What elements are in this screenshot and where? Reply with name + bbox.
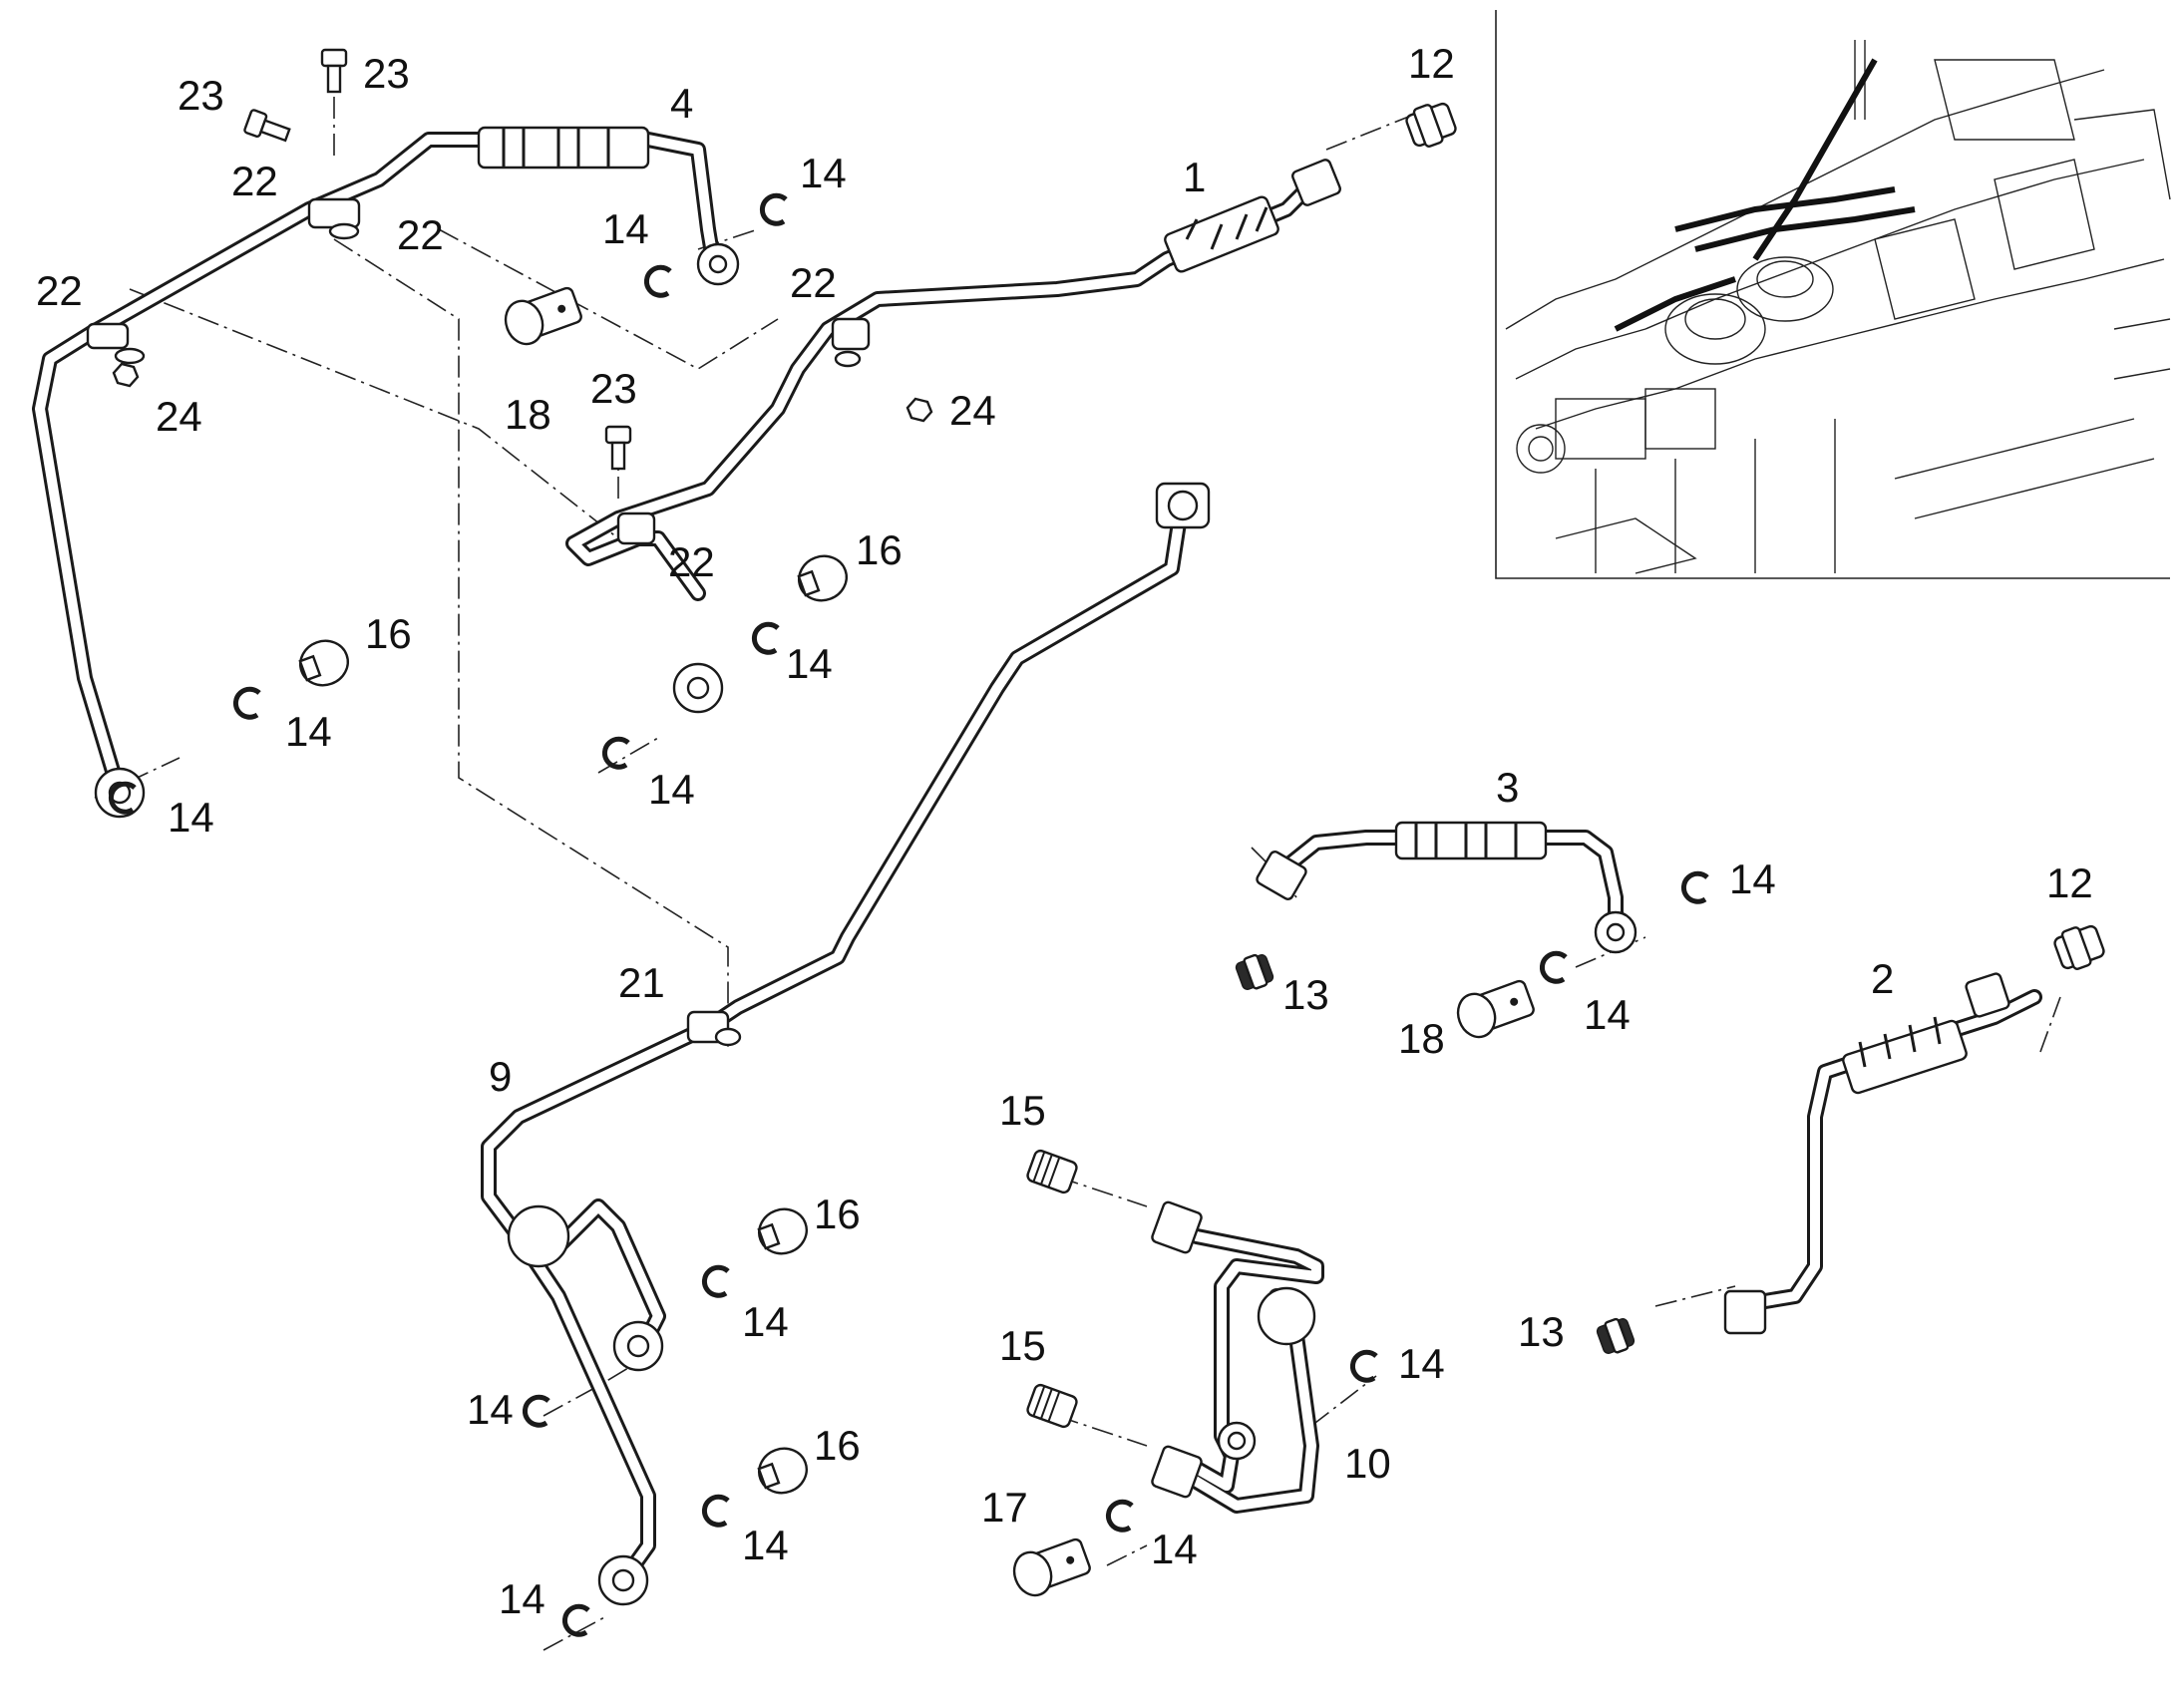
callout-14: 14 <box>1151 1526 1198 1572</box>
callout-22: 22 <box>397 211 444 258</box>
callout-12: 12 <box>2046 859 2093 906</box>
callout-24: 24 <box>156 393 202 440</box>
callout-24: 24 <box>949 387 996 434</box>
callout-16: 16 <box>365 610 412 657</box>
callout-14: 14 <box>742 1522 789 1568</box>
callout-numbers: 12 23 23 4 1 22 14 22 14 22 22 24 24 18 … <box>36 40 2093 1622</box>
hardware-banjo-bolts-18-17 <box>504 286 1535 1597</box>
callout-14: 14 <box>285 708 332 755</box>
callout-14: 14 <box>168 794 214 841</box>
callout-14: 14 <box>602 205 649 252</box>
callout-2: 2 <box>1871 955 1894 1002</box>
pipe-part-9 <box>481 482 1211 1606</box>
callout-13: 13 <box>1282 971 1329 1018</box>
callout-14: 14 <box>467 1386 514 1433</box>
callout-4: 4 <box>670 80 693 127</box>
callout-14: 14 <box>742 1298 789 1345</box>
hardware-adapters-13 <box>1235 953 1635 1354</box>
callout-14: 14 <box>648 766 695 813</box>
callout-23: 23 <box>363 50 410 97</box>
callout-22: 22 <box>668 538 715 585</box>
callout-16: 16 <box>856 526 903 573</box>
hardware-adapters-15 <box>1026 1149 1078 1429</box>
callout-14: 14 <box>800 150 847 196</box>
callout-15: 15 <box>999 1087 1046 1134</box>
engine-location-inset <box>1495 10 2171 579</box>
callout-23: 23 <box>590 365 637 412</box>
callout-15: 15 <box>999 1322 1046 1369</box>
callout-12: 12 <box>1408 40 1455 87</box>
hardware-washers-14 <box>108 192 1709 1637</box>
pipe-part-2 <box>1723 972 2042 1335</box>
callout-14: 14 <box>1729 855 1776 902</box>
callout-9: 9 <box>489 1053 512 1100</box>
hardware-adapters-12 <box>1405 102 2105 970</box>
callout-22: 22 <box>36 267 83 314</box>
callout-14: 14 <box>499 1575 545 1622</box>
pipe-part-4 <box>32 126 740 819</box>
assembly-guide-lines <box>94 60 2061 1651</box>
callout-21: 21 <box>618 959 665 1006</box>
callout-1: 1 <box>1183 154 1206 200</box>
callout-18: 18 <box>1398 1015 1445 1062</box>
hardware-nuts-24 <box>112 362 933 423</box>
callout-22: 22 <box>790 259 837 306</box>
callout-18: 18 <box>505 391 551 438</box>
hardware-bolts-23 <box>243 48 632 471</box>
callout-17: 17 <box>981 1484 1028 1531</box>
callout-13: 13 <box>1518 1308 1565 1355</box>
pipe-part-10 <box>1151 1200 1324 1514</box>
callout-23: 23 <box>178 72 224 119</box>
hardware-plugs-16 <box>298 554 848 1495</box>
callout-10: 10 <box>1344 1440 1391 1487</box>
callout-14: 14 <box>786 640 833 687</box>
callout-3: 3 <box>1496 764 1519 811</box>
callout-22: 22 <box>231 158 278 204</box>
callout-16: 16 <box>814 1191 861 1237</box>
callout-16: 16 <box>814 1422 861 1469</box>
callout-14: 14 <box>1584 991 1631 1038</box>
callout-14: 14 <box>1398 1340 1445 1387</box>
pipe-part-1 <box>565 159 1341 714</box>
pipe-part-3 <box>1256 821 1637 954</box>
